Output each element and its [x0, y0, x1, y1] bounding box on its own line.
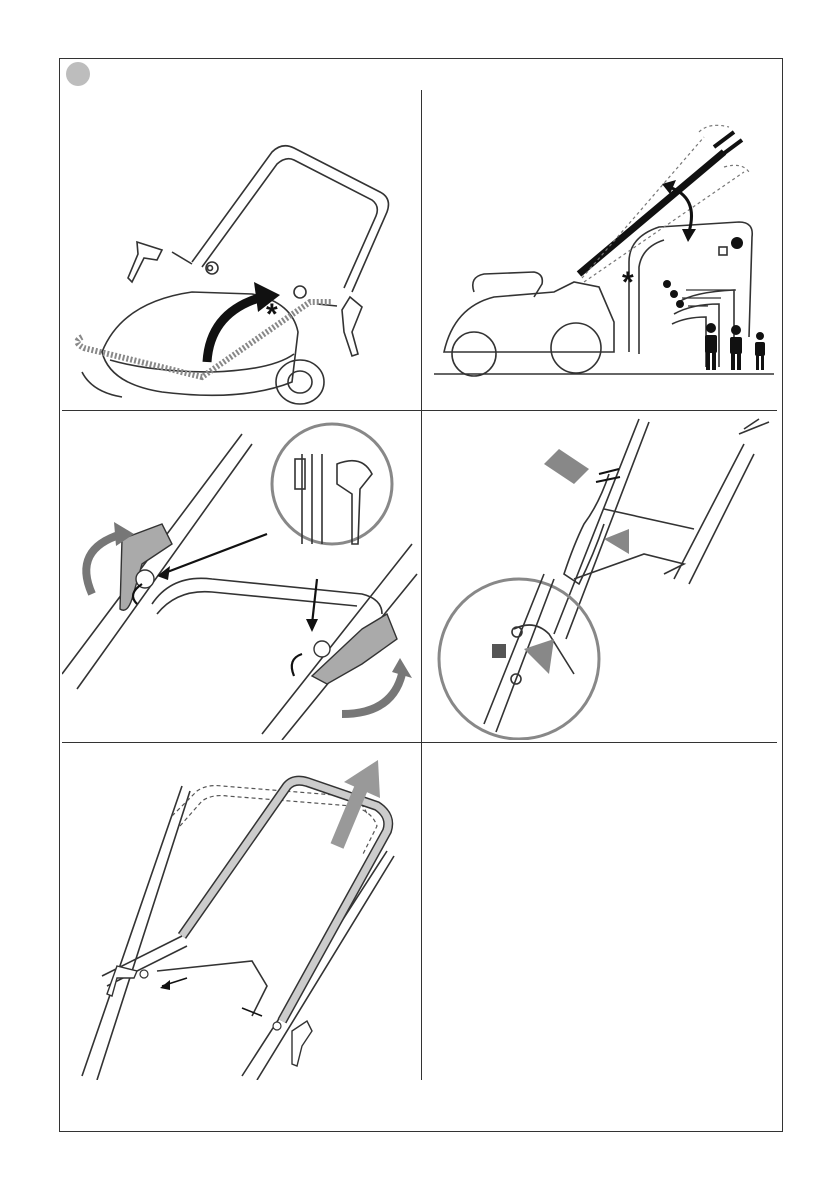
handle-raise-illustration — [62, 746, 418, 1080]
panel-handle-height: * — [424, 92, 779, 408]
divider-horizontal-1 — [62, 410, 777, 411]
divider-vertical-mid — [421, 410, 422, 742]
person-icons — [705, 323, 765, 370]
divider-horizontal-2 — [62, 742, 777, 743]
divider-vertical-top — [421, 90, 422, 410]
panel-lever-adjust — [62, 414, 418, 740]
panel-handle-mount: * — [62, 92, 418, 408]
panel-handle-raise — [62, 746, 418, 1080]
section-badge — [66, 62, 90, 86]
asterisk-symbol-2: * — [622, 266, 634, 299]
divider-vertical-bottom — [421, 742, 422, 1080]
panel-cable-clip — [424, 414, 779, 740]
handle-height-illustration: * — [424, 92, 779, 408]
lever-adjust-illustration — [62, 414, 418, 740]
handle-mount-illustration: * — [62, 92, 418, 408]
panel-blank — [424, 746, 779, 1080]
cable-clip-illustration — [424, 414, 779, 740]
asterisk-symbol-1: * — [266, 298, 278, 331]
